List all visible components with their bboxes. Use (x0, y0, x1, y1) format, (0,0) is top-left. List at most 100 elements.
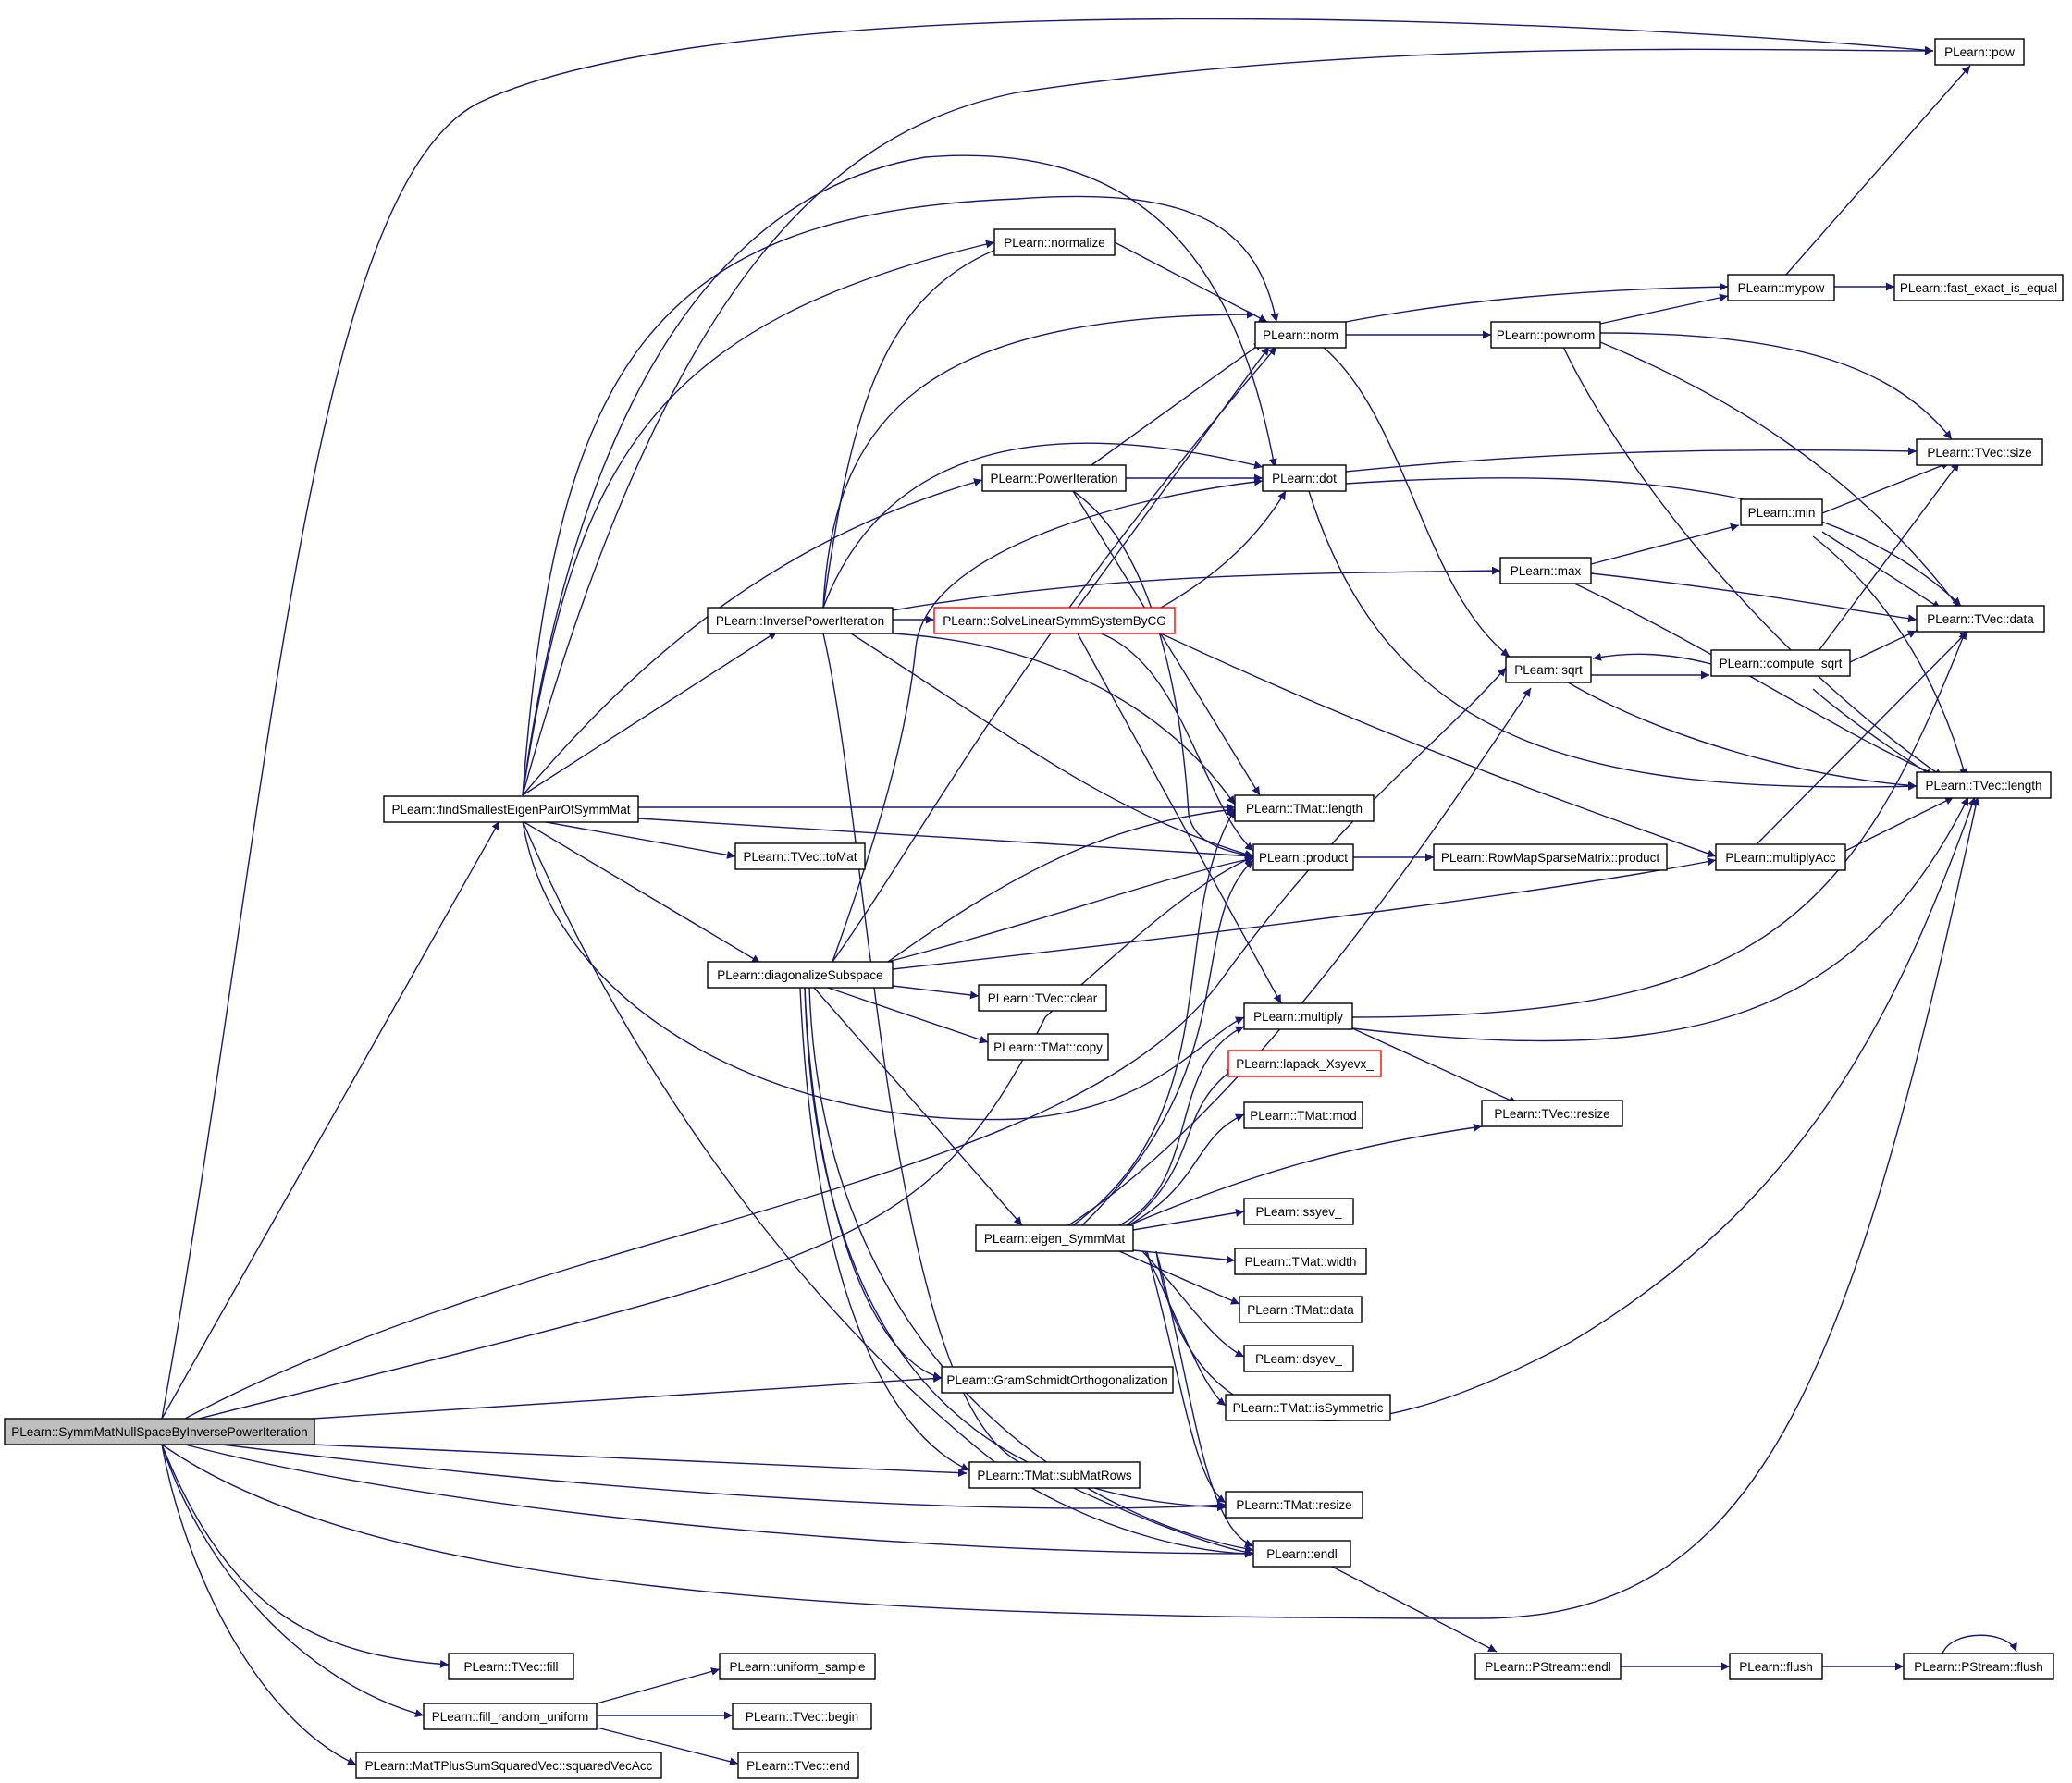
node-min[interactable]: PLearn::min (1740, 498, 1823, 526)
node-sqrt[interactable]: PLearn::sqrt (1505, 656, 1592, 683)
node-max[interactable]: PLearn::max (1499, 557, 1592, 584)
node-root[interactable]: PLearn::SymmMatNullSpaceByInversePowerIt… (4, 1418, 315, 1445)
edge-findsmall-dot (522, 154, 1277, 796)
edge-max-tveclength (1572, 582, 1942, 778)
edge-eigen-dsyev (1141, 1250, 1245, 1358)
node-label: PLearn::TMat::mod (1250, 1109, 1357, 1123)
edge-root-fill (161, 1444, 450, 1668)
node-label: PLearn::TMat::resize (1236, 1498, 1351, 1512)
node-tmat-width[interactable]: PLearn::TMat::width (1234, 1248, 1367, 1275)
edge-pownorm-tvecsize (1599, 332, 1953, 440)
edge-pownorm-mypow (1599, 293, 1729, 325)
node-dsyev[interactable]: PLearn::dsyev_ (1243, 1345, 1354, 1372)
node-label: PLearn::SymmMatNullSpaceByInversePowerIt… (11, 1425, 307, 1439)
node-uniform[interactable]: PLearn::uniform_sample (719, 1653, 876, 1680)
node-label: PLearn::multiplyAcc (1725, 851, 1836, 865)
node-gram[interactable]: PLearn::GramSchmidtOrthogonalization (941, 1366, 1174, 1394)
edge-norm-mypow (1345, 282, 1729, 323)
node-lapack[interactable]: PLearn::lapack_Xsyevx_ (1227, 1050, 1382, 1077)
node-mypow[interactable]: PLearn::mypow (1727, 274, 1835, 301)
node-pstream-endl[interactable]: PLearn::PStream::endl (1474, 1653, 1622, 1680)
call-edges (161, 18, 2017, 1766)
node-dot[interactable]: PLearn::dot (1262, 464, 1347, 492)
node-box (1252, 843, 1354, 871)
edge-min-tveclength (1812, 535, 1967, 778)
edge-powerit-norm (1091, 341, 1264, 466)
node-box (707, 607, 894, 634)
node-label: PLearn::SolveLinearSymmSystemByCG (943, 614, 1166, 628)
node-ssyev[interactable]: PLearn::ssyev_ (1243, 1198, 1354, 1225)
node-submat[interactable]: PLearn::TMat::subMatRows (968, 1461, 1141, 1489)
node-eigen[interactable]: PLearn::eigen_SymmMat (975, 1224, 1134, 1252)
call-nodes: PLearn::SymmMatNullSpaceByInversePowerIt… (4, 38, 2064, 1779)
node-tmat-data[interactable]: PLearn::TMat::data (1239, 1296, 1363, 1323)
node-box (987, 1033, 1109, 1061)
node-pow[interactable]: PLearn::pow (1934, 38, 2025, 66)
node-fast-exact[interactable]: PLearn::fast_exact_is_equal (1893, 274, 2064, 301)
node-diagsub[interactable]: PLearn::diagonalizeSubspace (707, 961, 894, 989)
node-multiplyacc[interactable]: PLearn::multiplyAcc (1715, 843, 1846, 871)
node-label: PLearn::TMat::length (1246, 802, 1363, 816)
edge-root-gram (312, 1374, 943, 1420)
node-box (1262, 464, 1347, 492)
node-tvec-length[interactable]: PLearn::TVec::length (1916, 771, 2052, 799)
node-box (1433, 843, 1668, 871)
node-box (1481, 1100, 1623, 1127)
node-box (1916, 605, 2045, 633)
node-normalize[interactable]: PLearn::normalize (993, 228, 1116, 256)
node-rowmap[interactable]: PLearn::RowMapSparseMatrix::product (1433, 843, 1668, 871)
edge-dot-tveclength (1308, 490, 1918, 791)
node-solvecg[interactable]: PLearn::SolveLinearSymmSystemByCG (933, 607, 1176, 634)
edge-root-submat (312, 1444, 968, 1478)
node-issym[interactable]: PLearn::TMat::isSymmetric (1225, 1394, 1391, 1421)
node-sqvec[interactable]: PLearn::MatTPlusSumSquaredVec::squaredVe… (355, 1752, 662, 1779)
node-compute-sqrt[interactable]: PLearn::compute_sqrt (1710, 649, 1851, 677)
node-box (1916, 771, 2052, 799)
node-tvec-resize[interactable]: PLearn::TVec::resize (1481, 1100, 1623, 1127)
edge-eigen-tmatlength (1072, 808, 1236, 1226)
edge-multiplyacc-tvecdata (1757, 630, 1969, 844)
edge-root-product (198, 855, 1255, 1420)
node-powerit[interactable]: PLearn::PowerIteration (981, 464, 1127, 492)
edge-computesqrt-sqrt (1592, 652, 1712, 665)
node-tvec-clear[interactable]: PLearn::TVec::clear (978, 984, 1107, 1012)
node-label: PLearn::flush (1739, 1660, 1813, 1674)
node-tvec-end[interactable]: PLearn::TVec::end (737, 1752, 859, 1779)
edge-invpow-dot (822, 442, 1264, 609)
node-product[interactable]: PLearn::product (1252, 843, 1354, 871)
node-label: PLearn::sqrt (1514, 663, 1583, 677)
node-tvec-size[interactable]: PLearn::TVec::size (1916, 438, 2043, 466)
node-multiply[interactable]: PLearn::multiply (1243, 1002, 1353, 1030)
node-label: PLearn::fast_exact_is_equal (1900, 281, 2057, 295)
node-box (423, 1703, 598, 1730)
edge-solvecg-norm (1077, 346, 1270, 609)
node-tmat-resize[interactable]: PLearn::TMat::resize (1225, 1491, 1363, 1519)
node-box (1254, 321, 1347, 349)
node-pownorm[interactable]: PLearn::pownorm (1490, 321, 1601, 349)
node-endl[interactable]: PLearn::endl (1252, 1540, 1351, 1568)
node-tvec-data[interactable]: PLearn::TVec::data (1916, 605, 2045, 633)
node-norm[interactable]: PLearn::norm (1254, 321, 1347, 349)
node-label: PLearn::fill_random_uniform (432, 1710, 589, 1724)
edge-invpow-product (850, 633, 1254, 858)
node-tmat-copy[interactable]: PLearn::TMat::copy (987, 1033, 1109, 1061)
node-label: PLearn::TVec::toMat (743, 850, 857, 864)
node-tmat-length[interactable]: PLearn::TMat::length (1234, 794, 1375, 822)
edge-diagsub-submat (799, 987, 970, 1471)
node-tmat-mod[interactable]: PLearn::TMat::mod (1243, 1101, 1363, 1129)
node-tomat[interactable]: PLearn::TVec::toMat (734, 842, 866, 870)
node-label: PLearn::RowMapSparseMatrix::product (1441, 851, 1660, 865)
node-pstream-flush[interactable]: PLearn::PStream::flush (1903, 1653, 2054, 1680)
node-findsmall[interactable]: PLearn::findSmallestEigenPairOfSymmMat (383, 795, 639, 823)
node-tvec-fill[interactable]: PLearn::TVec::fill (448, 1653, 574, 1680)
node-invpow[interactable]: PLearn::InversePowerIteration (707, 607, 894, 634)
node-tvec-begin[interactable]: PLearn::TVec::begin (732, 1703, 872, 1730)
node-label: PLearn::PowerIteration (990, 472, 1117, 486)
node-fillrand[interactable]: PLearn::fill_random_uniform (423, 1703, 598, 1730)
node-label: PLearn::min (1748, 506, 1816, 520)
node-flush[interactable]: PLearn::flush (1729, 1653, 1823, 1680)
node-label: PLearn::pow (1944, 45, 2015, 59)
edge-normalize-norm (1114, 241, 1268, 323)
node-box (1225, 1491, 1363, 1519)
